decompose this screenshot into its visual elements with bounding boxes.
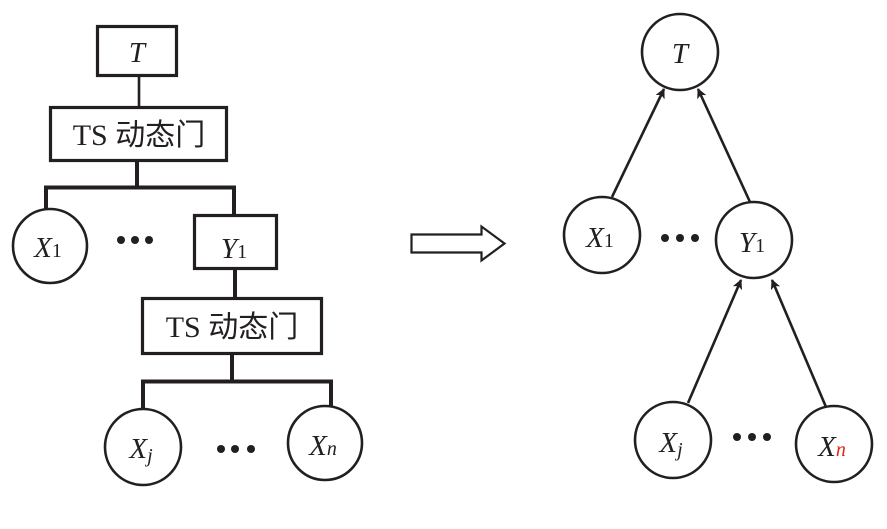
graph-y1-sub: 1 [755, 235, 765, 257]
gate-1-label: TS 动态门 [73, 119, 206, 152]
svg-text:X1: X1 [33, 232, 62, 264]
ellipsis-left-lower [217, 445, 255, 453]
y1-sub: 1 [237, 241, 247, 263]
xj-sub: j [144, 445, 153, 467]
svg-text:X1: X1 [585, 222, 614, 254]
xn-sub: n [327, 438, 337, 460]
graph-node-xn[interactable]: Xn [794, 404, 874, 484]
edge-y1-to-t [696, 88, 752, 203]
ellipsis-right-lower [733, 433, 771, 441]
hollow-right-arrow-icon [410, 224, 507, 263]
graph-xn-sub: n [836, 439, 846, 461]
graph-xj-base: X [658, 427, 678, 459]
basic-event-x1[interactable]: X1 [11, 207, 89, 285]
xj-base: X [128, 433, 148, 465]
connector-gate2-branches [141, 379, 333, 412]
ellipsis-left-upper [117, 236, 153, 244]
top-event-label: T [129, 37, 147, 69]
graph-xn-base: X [817, 431, 837, 463]
basic-event-xn[interactable]: Xn [286, 404, 364, 482]
top-event-box[interactable]: T [95, 24, 179, 78]
edge-xn-to-y1 [770, 279, 828, 408]
basic-event-xj[interactable]: Xj [103, 407, 183, 487]
xn-base: X [308, 430, 328, 462]
graph-x1-sub: 1 [604, 230, 614, 252]
intermediate-event-y1-box[interactable]: Y1 [192, 213, 279, 271]
svg-text:Xj: Xj [128, 433, 153, 467]
graph-node-y1[interactable]: Y1 [714, 200, 794, 280]
ellipsis-right-upper [661, 234, 699, 242]
graph-node-t[interactable]: T [640, 12, 720, 92]
x1-sub: 1 [52, 240, 62, 262]
svg-text:Xj: Xj [658, 427, 683, 461]
graph-y1-base: Y [739, 227, 758, 259]
left-fault-tree: T TS 动态门 X1 Y1 [11, 24, 364, 487]
svg-text:Xn: Xn [308, 430, 337, 462]
connector-gate1-branches [44, 185, 236, 220]
ts-dynamic-gate-1[interactable]: TS 动态门 [48, 105, 229, 163]
ts-dynamic-gate-2[interactable]: TS 动态门 [140, 296, 324, 356]
y1-base: Y [221, 233, 240, 265]
right-directed-graph: T X1 Y1 Xj [562, 12, 874, 484]
graph-node-x1[interactable]: X1 [562, 195, 642, 275]
graph-node-t-label: T [672, 38, 690, 70]
edge-xj-to-y1 [686, 279, 743, 404]
graph-node-xj[interactable]: Xj [633, 400, 713, 480]
gate-2-label: TS 动态门 [166, 311, 299, 344]
x1-base: X [33, 232, 53, 264]
svg-text:Y1: Y1 [739, 227, 765, 259]
svg-text:Xn: Xn [817, 431, 846, 463]
edge-x1-to-t [610, 88, 666, 198]
graph-x1-base: X [585, 222, 605, 254]
graph-xj-sub: j [674, 439, 683, 461]
svg-text:Y1: Y1 [221, 233, 247, 265]
